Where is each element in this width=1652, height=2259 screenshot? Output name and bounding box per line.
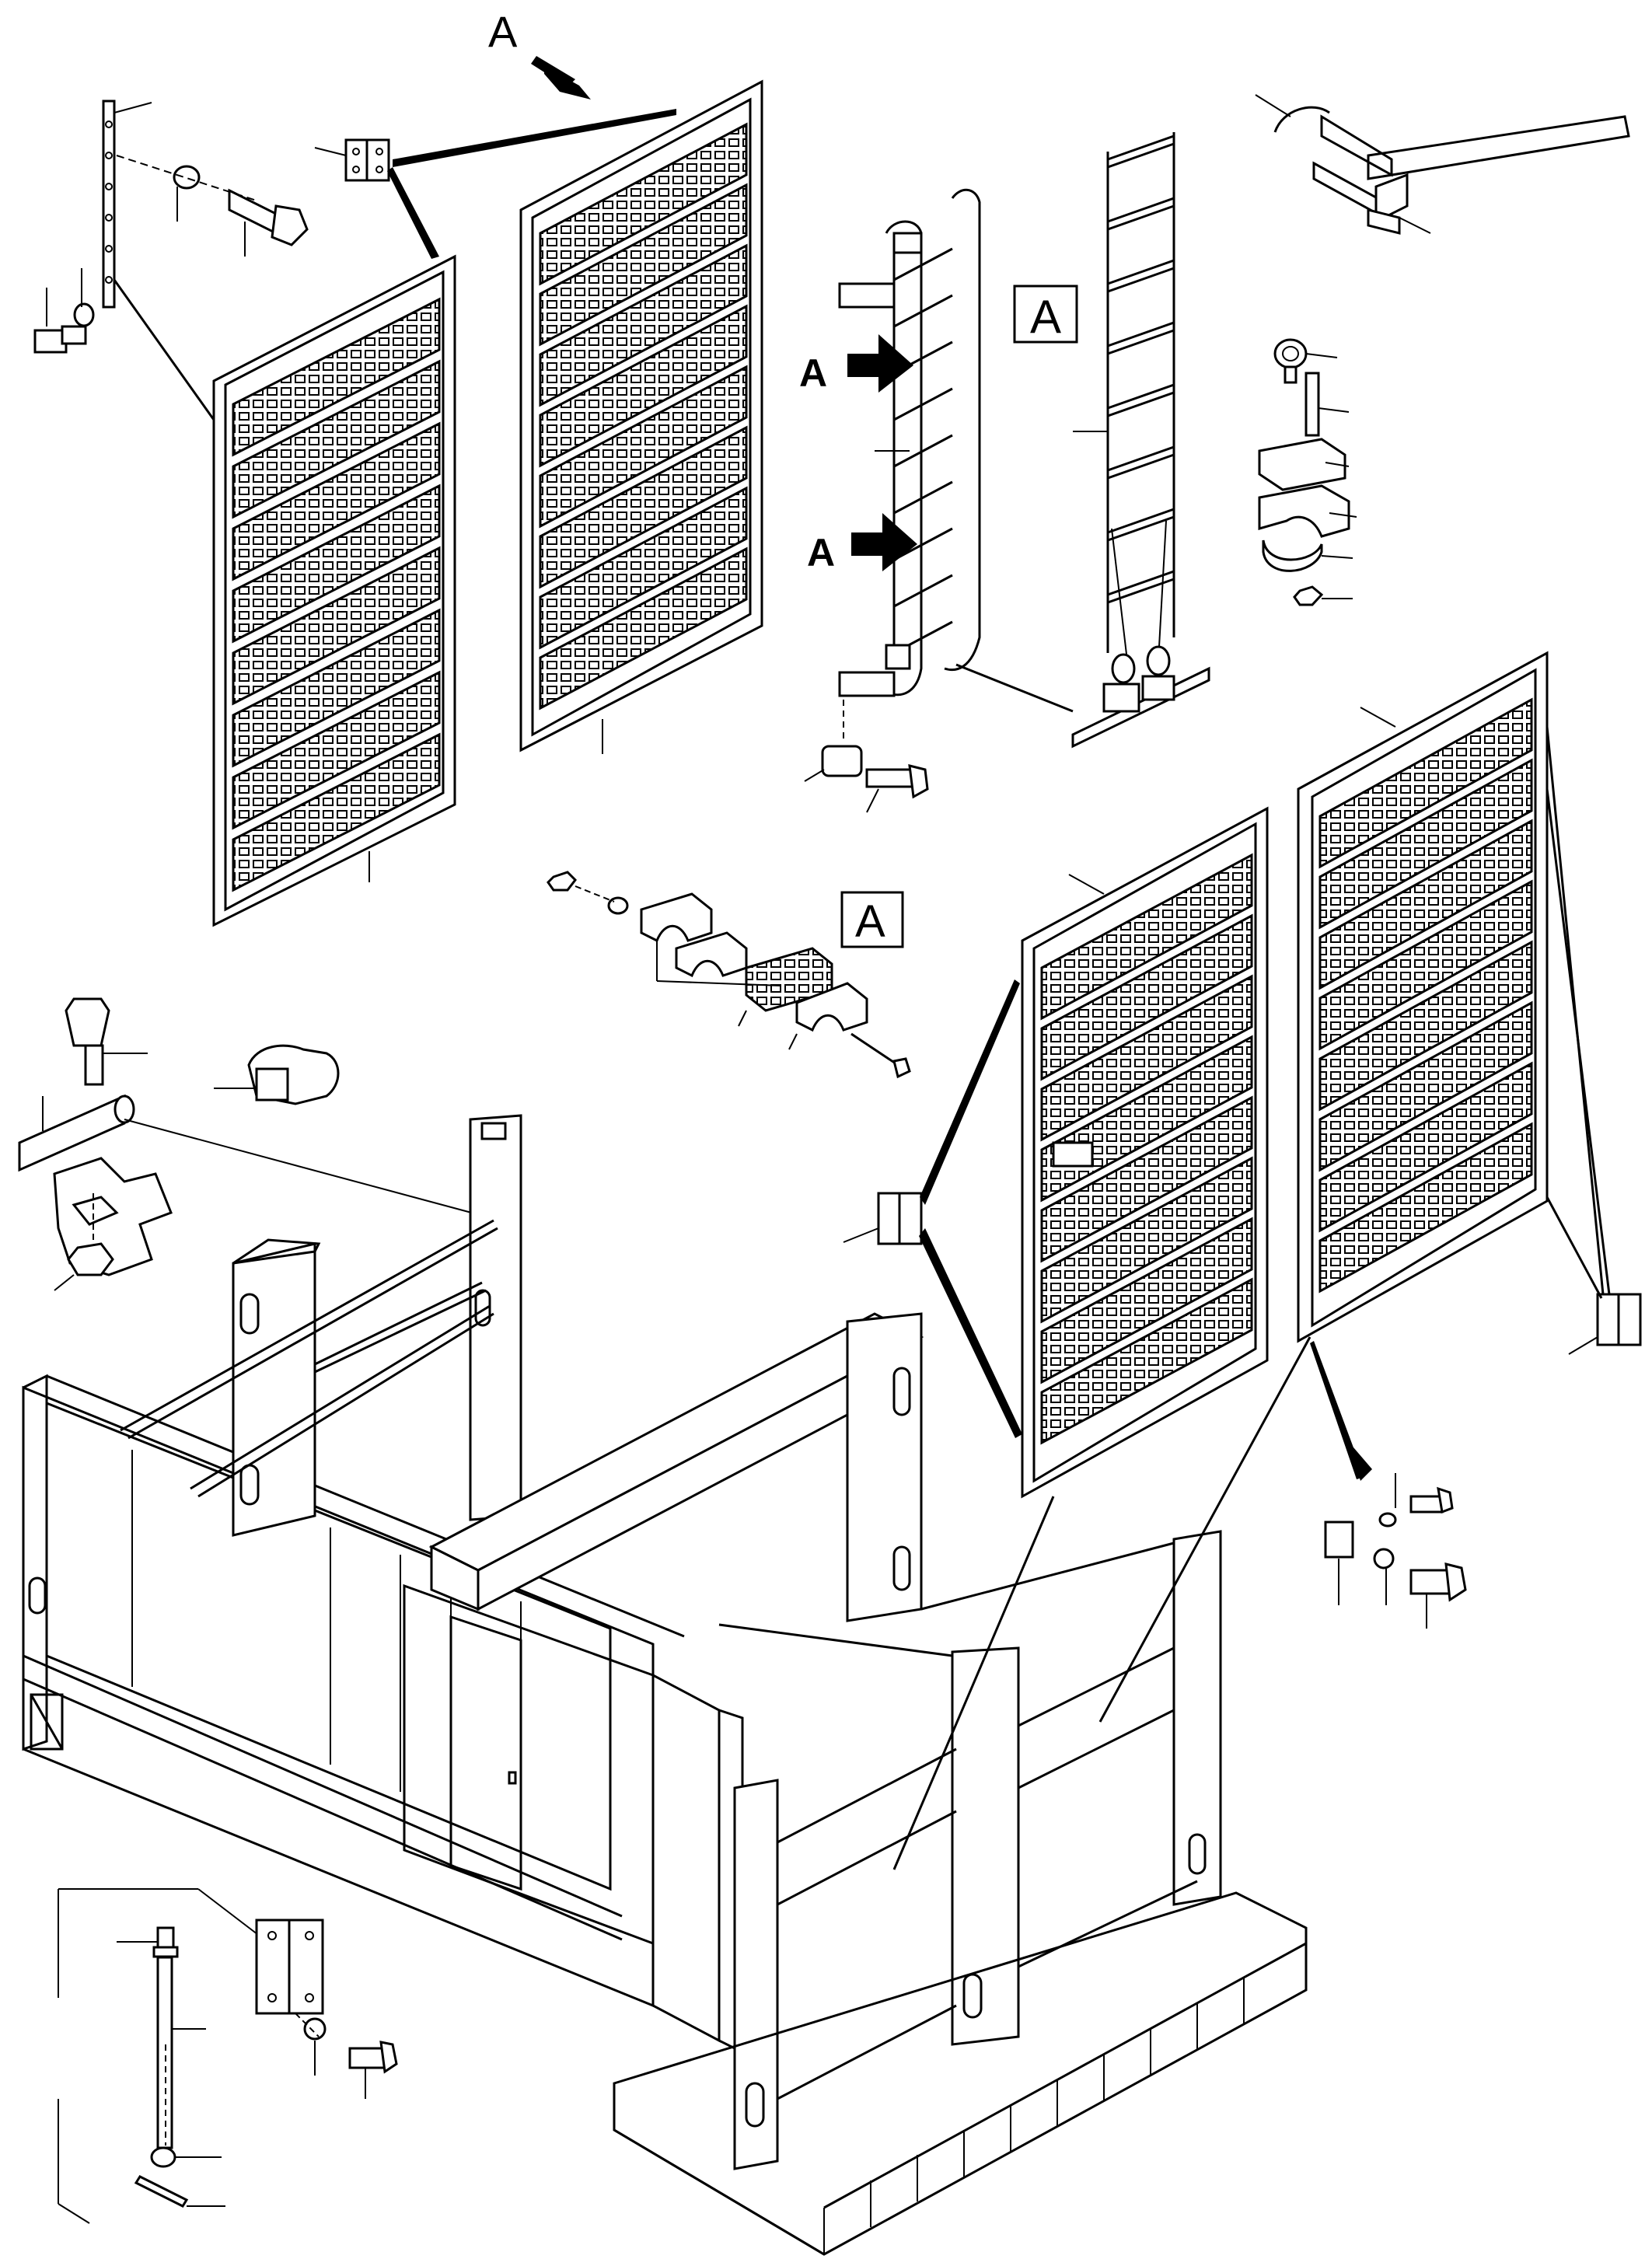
- view-a-indicator-top: A: [488, 7, 591, 100]
- washer: [173, 165, 201, 190]
- nameplate: [1052, 1141, 1094, 1168]
- spacer: [821, 745, 863, 777]
- grille-panel-center-upper: [519, 79, 763, 754]
- ladder-assembly: [804, 188, 1074, 813]
- hinge-pin-bracket-left: [214, 1044, 340, 1105]
- view-a-box-right: A: [1013, 285, 1078, 344]
- washer-small: [73, 302, 95, 327]
- grille-slats: [1040, 853, 1253, 1445]
- small-bolt: [33, 325, 87, 354]
- arrow-a-lower-label: A: [807, 531, 835, 574]
- hinge-right-panel-rear: [1545, 726, 1642, 1355]
- view-a-box-right-label: A: [1030, 291, 1061, 343]
- bracket-bolts-right: [1310, 1341, 1467, 1629]
- main-enclosure-frame: [22, 1114, 1311, 2256]
- view-a-box-center-label: A: [855, 896, 885, 947]
- hinge-top-left: [314, 109, 676, 259]
- view-a-arrow-upper: A: [799, 334, 913, 395]
- view-a-label-top: A: [488, 7, 518, 56]
- hinge-strip-top-left: [33, 100, 309, 421]
- grille-panel-right-rear: [1297, 651, 1549, 1343]
- hex-bolt: [228, 188, 309, 257]
- arrow-a-upper-label: A: [799, 351, 827, 395]
- clamp-assembly-center: A: [547, 871, 911, 1079]
- hinge-right-panel-front: [843, 979, 1022, 1438]
- grille-panel-left-upper: [212, 254, 456, 927]
- grille-slats: [539, 122, 748, 711]
- grille-panel-right-front: [1021, 806, 1269, 1499]
- grille-slats: [1318, 697, 1533, 1294]
- grille-slats: [232, 297, 441, 892]
- lifting-eye-clamp-stack: [1258, 338, 1357, 606]
- hinge-pin-detail-bottom-left: [58, 1888, 398, 2224]
- hook-clamp-assembly: [1255, 94, 1630, 235]
- ladder-bolt: [865, 764, 929, 799]
- rope-ladder: [1071, 132, 1210, 749]
- rod-bolt-assembly-left: [18, 997, 487, 1291]
- view-a-arrow-lower: A: [807, 513, 917, 574]
